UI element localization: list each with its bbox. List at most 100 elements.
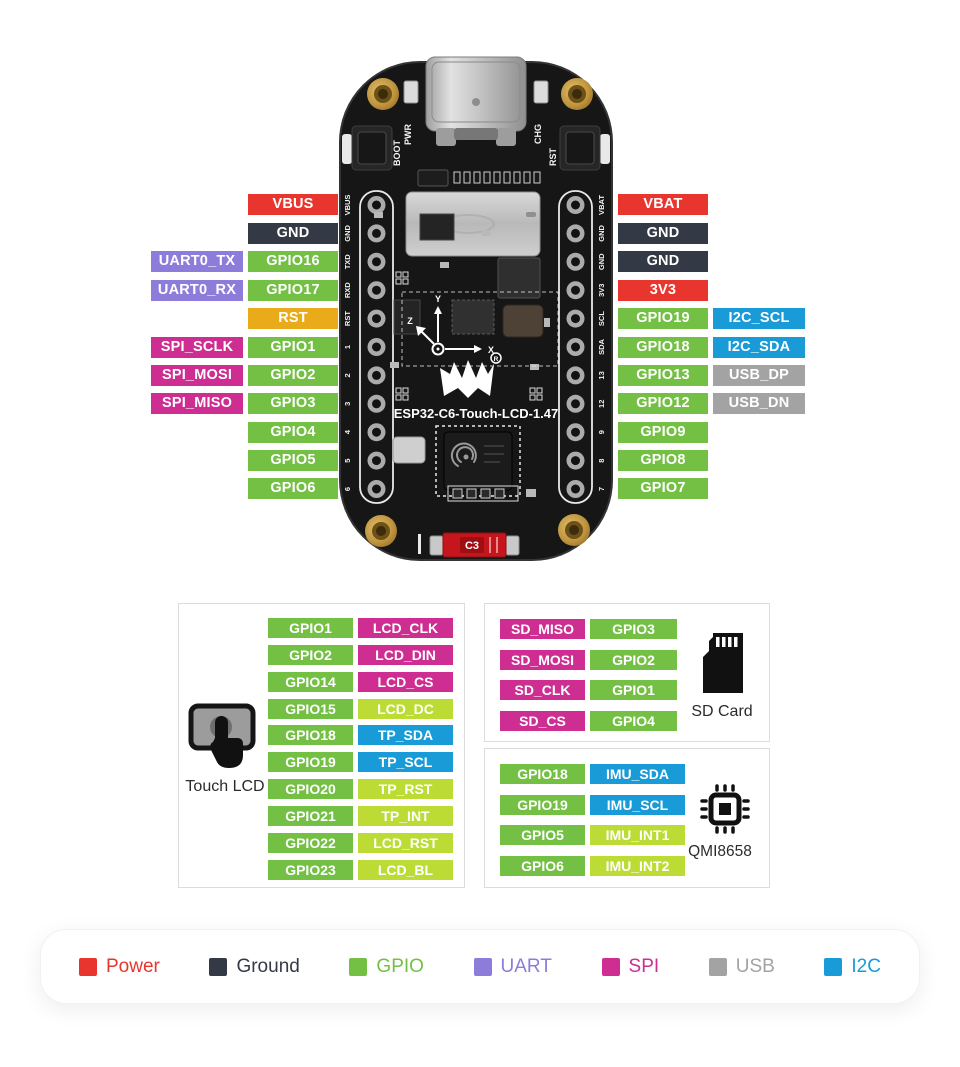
pin-label: VBUS [248,194,338,215]
svg-text:VBAT: VBAT [597,195,606,215]
c3-label: C3 [465,540,479,552]
legend-swatch [79,957,97,976]
axis-indicator-icon: Y X Z [407,294,494,356]
pin-label: SD_MOSI [500,650,585,670]
boot-label: BOOT [392,139,402,166]
silkscreen-left: VBUS GND TXD RXD RST 1 2 3 4 5 6 [343,195,352,492]
legend-swatch [349,957,368,976]
pin-label: GPIO9 [618,422,708,443]
svg-text:2: 2 [343,373,352,377]
svg-text:5: 5 [343,459,352,463]
pin-label: LCD_RST [358,833,453,853]
imu-chip-icon [697,781,753,837]
pin-label: GPIO20 [268,779,353,799]
pin-label: GPIO2 [590,650,677,670]
legend-label: SPI [628,955,660,977]
chg-label: CHG [533,124,543,144]
svg-text:X: X [488,345,494,355]
battery-connector: C3 [418,532,520,558]
svg-text:1: 1 [343,345,352,349]
pin-holes-left [367,196,386,498]
legend-item-power: Power [79,956,160,978]
pin-label: USB_DP [713,365,805,386]
legend-label: UART [500,955,552,977]
pad-strip [453,171,541,184]
svg-text:R: R [494,356,499,363]
svg-text:GND: GND [343,224,352,241]
svg-text:RXD: RXD [343,282,352,298]
sd-card-caption: SD Card [691,703,753,720]
board-title: ESP32-C6-Touch-LCD-1.47 [394,406,558,421]
legend-item-gpio: GPIO [349,956,424,978]
pin-label: LCD_DC [358,699,453,719]
pin-label: IMU_INT2 [590,856,685,876]
legend-label: Power [106,955,160,977]
pin-row: GND [618,223,818,244]
svg-text:12: 12 [597,400,606,408]
pin-label: GND [618,223,708,244]
boot-button: BOOT [342,125,402,171]
svg-text:9: 9 [597,430,606,434]
chg-led: CHG [533,80,549,144]
pin-label: SPI_MOSI [151,365,243,386]
diode [417,169,449,187]
pin-label: GPIO1 [248,337,338,358]
usb-c-connector [425,56,527,146]
svg-text:3V3: 3V3 [597,284,606,297]
pin-label: GPIO8 [618,450,708,471]
legend-swatch [708,957,727,976]
pin-label: GPIO18 [618,337,708,358]
touch-lcd-caption: Touch LCD [185,778,265,795]
svg-text:VBUS: VBUS [343,195,352,216]
components [374,212,559,401]
pin-label: UART0_RX [151,280,243,301]
pin-row: GND [148,223,338,244]
pin-row: GND [618,251,818,272]
pin-label: GPIO21 [268,806,353,826]
pin-row: VBAT [618,194,818,215]
legend-label: I2C [851,955,881,977]
pin-label: SD_MISO [500,619,585,639]
svg-text:GND: GND [597,224,606,241]
legend-swatch [209,957,228,976]
svg-text:TXD: TXD [343,254,352,270]
pin-row: GPIO4 [148,422,338,443]
pin-label: GPIO1 [268,618,353,638]
right-header-outline [558,190,593,504]
pin-label: GPIO19 [500,795,585,815]
pin-label: I2C_SDA [713,337,805,358]
legend-swatch [601,957,620,976]
pin-label: GPIO5 [500,825,585,845]
pin-row: RST [148,308,338,329]
pin-label: GND [618,251,708,272]
waveshare-logo-icon: R [440,352,502,398]
legend: Power Ground GPIO UART SPI USB I2C [40,929,920,1004]
pin-label: GPIO16 [248,251,338,272]
pin-label: GPIO2 [268,645,353,665]
svg-text:7: 7 [597,487,606,491]
board-illustration: PWR CHG BOOT RST [339,56,613,561]
pin-label: GPIO17 [248,280,338,301]
pin-label: GPIO23 [268,860,353,880]
rst-label: RST [548,147,558,166]
pin-label: GPIO2 [248,365,338,386]
